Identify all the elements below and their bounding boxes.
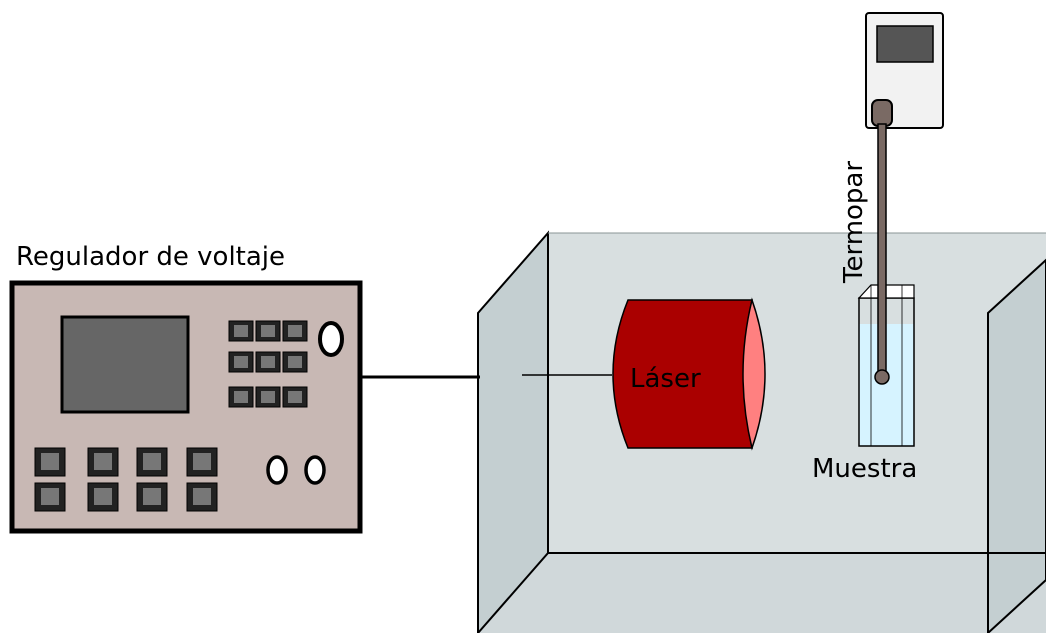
keypad-key-face: [234, 325, 248, 337]
sample-label: Muestra: [812, 454, 917, 484]
regulator-button: [186, 447, 218, 477]
regulator-button-face: [143, 488, 161, 505]
keypad-key-face: [261, 325, 275, 337]
regulator-button-face: [94, 488, 112, 505]
laser-lens: [742, 297, 766, 451]
sample-cuvette: [857, 284, 915, 447]
voltage-regulator: Regulador de voltaje: [9, 242, 363, 534]
keypad-key-face: [288, 325, 302, 337]
regulator-label: Regulador de voltaje: [16, 242, 285, 272]
thermocouple-label: Termopar: [839, 161, 869, 284]
chamber: [477, 230, 1046, 633]
regulator-button-face: [143, 453, 161, 470]
thermocouple: Termopar: [839, 12, 944, 385]
keypad-key-face: [234, 391, 248, 403]
regulator-button-face: [41, 453, 59, 470]
regulator-knob: [304, 455, 326, 485]
chamber-floor: [478, 553, 1046, 633]
probe-tip: [874, 369, 890, 385]
regulator-knob: [266, 455, 288, 485]
keypad-key-face: [288, 391, 302, 403]
probe-rod: [877, 123, 887, 379]
regulator-keypad: [228, 320, 308, 408]
keypad-key-face: [288, 356, 302, 368]
regulator-button-face: [94, 453, 112, 470]
laser: Láser: [612, 297, 766, 451]
regulator-screen: [60, 315, 190, 414]
regulator-buttons: [34, 447, 218, 512]
regulator-knob: [318, 321, 344, 357]
keypad-key-face: [261, 356, 275, 368]
thermometer-screen: [876, 25, 934, 63]
chamber-right-wall: [987, 258, 1046, 633]
keypad-key-face: [261, 391, 275, 403]
regulator-button-face: [193, 488, 211, 505]
regulator-button-face: [41, 488, 59, 505]
regulator-button-face: [193, 453, 211, 470]
keypad-key-face: [234, 356, 248, 368]
probe-connector: [871, 99, 893, 127]
laser-label: Láser: [630, 364, 701, 394]
